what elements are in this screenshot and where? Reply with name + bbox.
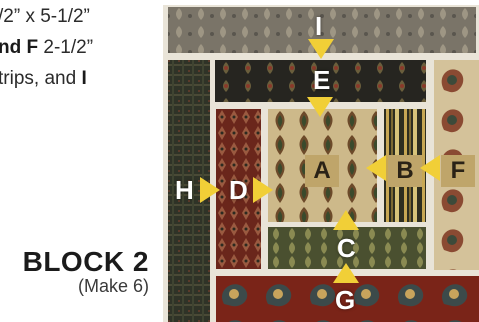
fabric-piece-e: [215, 60, 426, 102]
block-subtitle: (Make 6): [77, 276, 149, 296]
label-f: F: [441, 155, 475, 187]
label-i: I: [315, 11, 323, 41]
arrow-c: [333, 210, 359, 230]
label-h: H: [175, 175, 194, 205]
label-g: G: [335, 285, 356, 315]
quilt-block-diagram: I E A B F H D C G: [163, 5, 479, 322]
label-d: D: [229, 175, 248, 205]
instruction-line-2-rest: 2-1/2”: [38, 37, 94, 58]
arrow-i: [308, 39, 334, 59]
arrow-b: [366, 155, 386, 181]
instruction-line-1: /2” x 5-1/2”: [0, 6, 90, 27]
fabric-piece-g: [216, 276, 479, 322]
instruction-line-3-bold: I: [81, 68, 87, 89]
arrow-h: [200, 177, 220, 203]
fabric-piece-c: [268, 227, 426, 269]
arrow-d: [253, 177, 273, 203]
label-c: C: [337, 233, 356, 263]
instruction-line-2-bold: nd F: [0, 37, 39, 58]
arrow-g: [333, 263, 359, 283]
label-a: A: [305, 155, 339, 187]
label-e: E: [313, 65, 331, 95]
arrow-e: [307, 97, 333, 117]
label-b: B: [388, 155, 422, 187]
arrow-f: [420, 155, 440, 181]
block-title: BLOCK 2: [22, 246, 149, 277]
instruction-line-3: trips, and I: [0, 68, 87, 90]
instruction-line-2: nd F 2-1/2”: [0, 37, 93, 59]
instruction-line-3-text: trips, and: [0, 68, 82, 89]
